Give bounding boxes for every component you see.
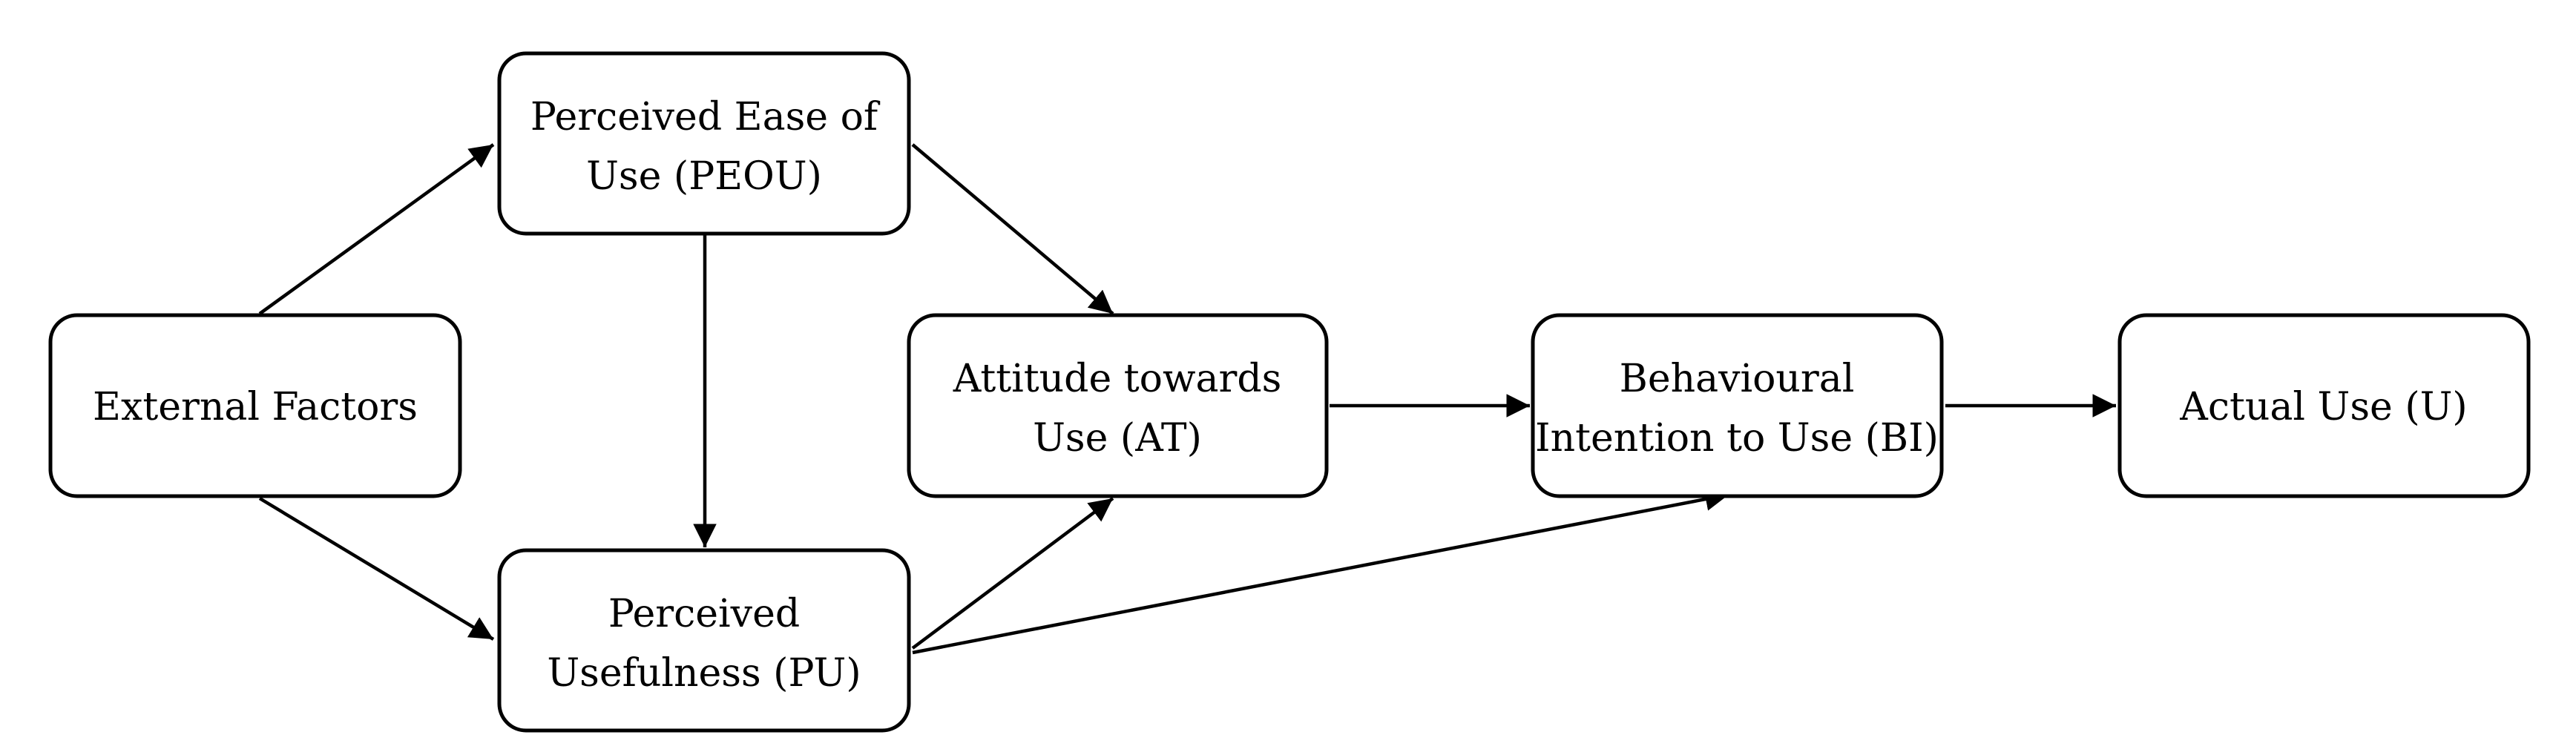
node-actual-use-label: Actual Use (U) [2179,385,2467,429]
edges [258,143,2116,655]
node-behavioural-intention: Behavioural Intention to Use (BI) [1531,313,1944,498]
edge-external-to-peou [258,143,495,315]
edge-pu-to-at [911,497,1114,650]
node-external-factors: External Factors [48,313,462,498]
edge-external-to-pu [258,497,495,641]
node-bi-label-line2: Intention to Use (BI) [1535,416,1939,461]
node-attitude-towards-use: Attitude towards Use (AT) [907,313,1329,498]
node-external-factors-label: External Factors [93,385,418,429]
node-perceived-ease-of-use: Perceived Ease of Use (PEOU) [497,51,911,236]
node-actual-use: Actual Use (U) [2117,313,2531,498]
node-at-label-line2: Use (AT) [1033,416,1202,461]
edge-pu-to-bi [912,487,1729,655]
node-perceived-usefulness: Perceived Usefulness (PU) [497,548,911,733]
node-bi-label-line1: Behavioural [1620,357,1855,401]
node-pu-label-line1: Perceived [608,592,800,636]
node-peou-label-line1: Perceived Ease of [530,95,881,139]
node-pu-label-line2: Usefulness (PU) [547,651,861,696]
node-peou-label-line2: Use (PEOU) [586,154,822,199]
edge-peou-to-at [911,143,1114,315]
node-at-label-line1: Attitude towards [953,357,1282,401]
